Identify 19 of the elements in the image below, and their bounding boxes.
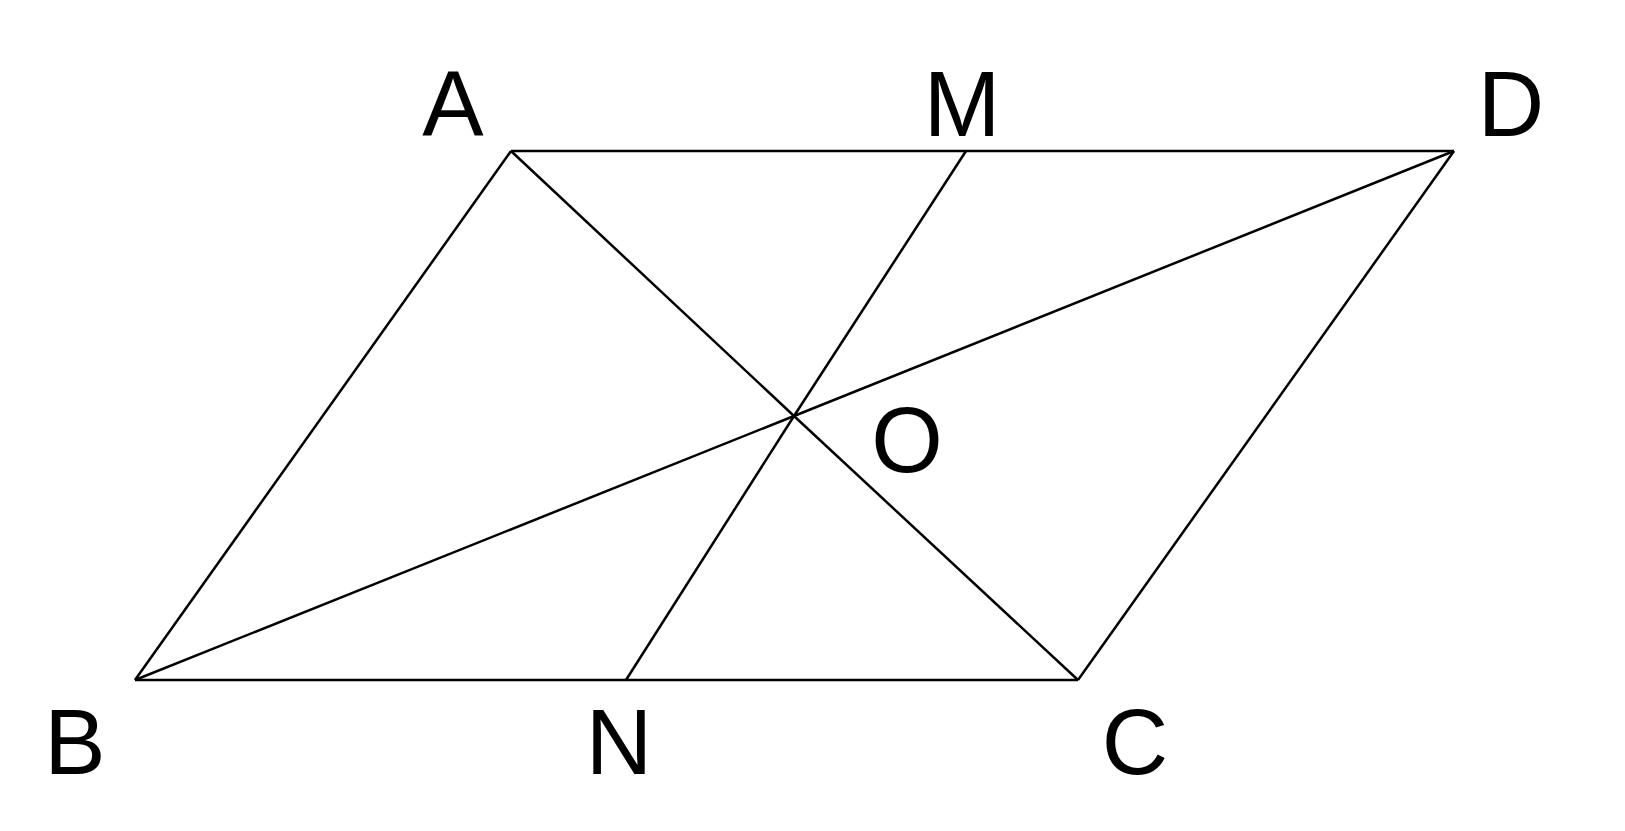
line-segment bbox=[134, 414, 795, 682]
point-label: B bbox=[44, 696, 106, 788]
line-segment bbox=[511, 149, 966, 153]
point-label: O bbox=[871, 394, 943, 486]
line-segment bbox=[624, 415, 796, 681]
line-segment bbox=[510, 150, 795, 417]
line-segment bbox=[793, 149, 1455, 418]
line-segment bbox=[1077, 150, 1455, 681]
line-segment bbox=[792, 150, 968, 417]
line-segment bbox=[793, 415, 1079, 681]
line-segment bbox=[135, 678, 626, 682]
point-label: C bbox=[1101, 696, 1169, 788]
point-label: N bbox=[585, 696, 653, 788]
point-label: A bbox=[422, 58, 484, 150]
line-segment bbox=[966, 149, 1454, 153]
line-segment bbox=[626, 678, 1078, 682]
line-segment bbox=[134, 150, 512, 681]
point-label: D bbox=[1477, 58, 1545, 150]
point-label: M bbox=[923, 58, 1001, 150]
